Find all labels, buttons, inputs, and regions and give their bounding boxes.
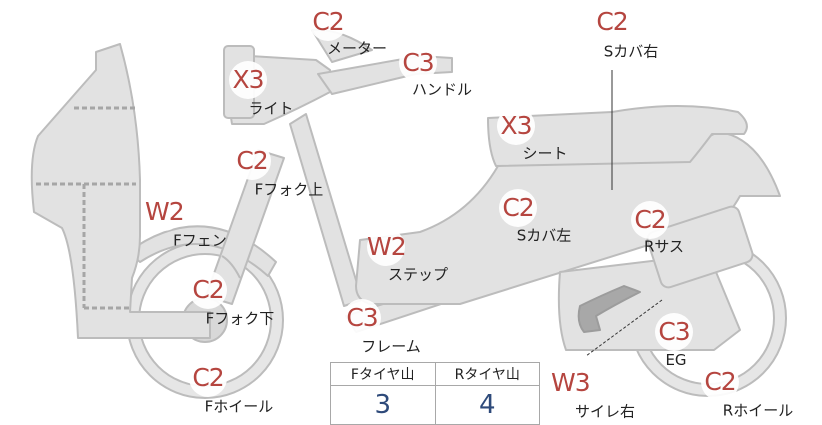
rear-suspension-shape bbox=[646, 205, 754, 289]
frame-tube-shape bbox=[289, 113, 363, 307]
s-cover-right-grade: C2 bbox=[593, 3, 631, 41]
f-fender-grade: W2 bbox=[145, 193, 185, 231]
seat-shape bbox=[487, 105, 748, 167]
f-wheel-grade: C2 bbox=[189, 359, 227, 397]
muffler-shape bbox=[577, 285, 641, 333]
s-cover-left-label: Sカバ左 bbox=[516, 226, 572, 245]
f-fender-label: Fフェン bbox=[173, 231, 227, 250]
f-wheel-label: Fホイール bbox=[204, 397, 274, 416]
f-fork-lower-label: Fフォク下 bbox=[205, 309, 275, 328]
r-wheel-grade: C2 bbox=[701, 363, 739, 401]
r-suspension-grade: C2 bbox=[631, 201, 669, 239]
s-cover-right-label: Sカバ右 bbox=[603, 42, 659, 61]
r-wheel-label: Rホイール bbox=[722, 401, 794, 420]
f-fork-lower-grade: C2 bbox=[189, 271, 227, 309]
engine-grade: C3 bbox=[655, 313, 693, 351]
step-label: ステップ bbox=[387, 265, 449, 284]
front-fork-shape bbox=[205, 149, 285, 305]
s-cover-left-grade: C2 bbox=[499, 189, 537, 227]
light-label: ライト bbox=[248, 99, 294, 118]
rear-tire-value: 4 bbox=[434, 385, 540, 425]
engine-label: EG bbox=[665, 351, 687, 369]
muffler-right-label: サイレ右 bbox=[574, 402, 636, 421]
front-tire-header: Fタイヤ山 bbox=[330, 362, 436, 386]
frame-grade: C3 bbox=[343, 299, 381, 337]
engine-shape bbox=[557, 259, 741, 351]
light-grade: X3 bbox=[229, 61, 267, 99]
f-fork-upper-grade: C2 bbox=[233, 142, 271, 180]
rear-tire-header: Rタイヤ山 bbox=[434, 362, 540, 386]
r-suspension-label: Rサス bbox=[643, 237, 685, 256]
handle-grade: C3 bbox=[399, 44, 437, 82]
seat-label: シート bbox=[522, 144, 568, 163]
meter-grade: C2 bbox=[309, 3, 347, 41]
f-fork-upper-label: Fフォク上 bbox=[254, 180, 324, 199]
front-tire-value: 3 bbox=[330, 385, 436, 425]
frame-label: フレーム bbox=[361, 337, 421, 356]
muffler-right-grade: W3 bbox=[551, 364, 591, 402]
step-grade: W2 bbox=[367, 228, 407, 266]
meter-label: メーター bbox=[326, 39, 388, 58]
tire-tread-table: Fタイヤ山 Rタイヤ山 3 4 bbox=[330, 362, 540, 425]
seat-grade: X3 bbox=[497, 107, 535, 145]
handle-label: ハンドル bbox=[411, 80, 473, 99]
leg-shield-shape bbox=[30, 43, 211, 339]
